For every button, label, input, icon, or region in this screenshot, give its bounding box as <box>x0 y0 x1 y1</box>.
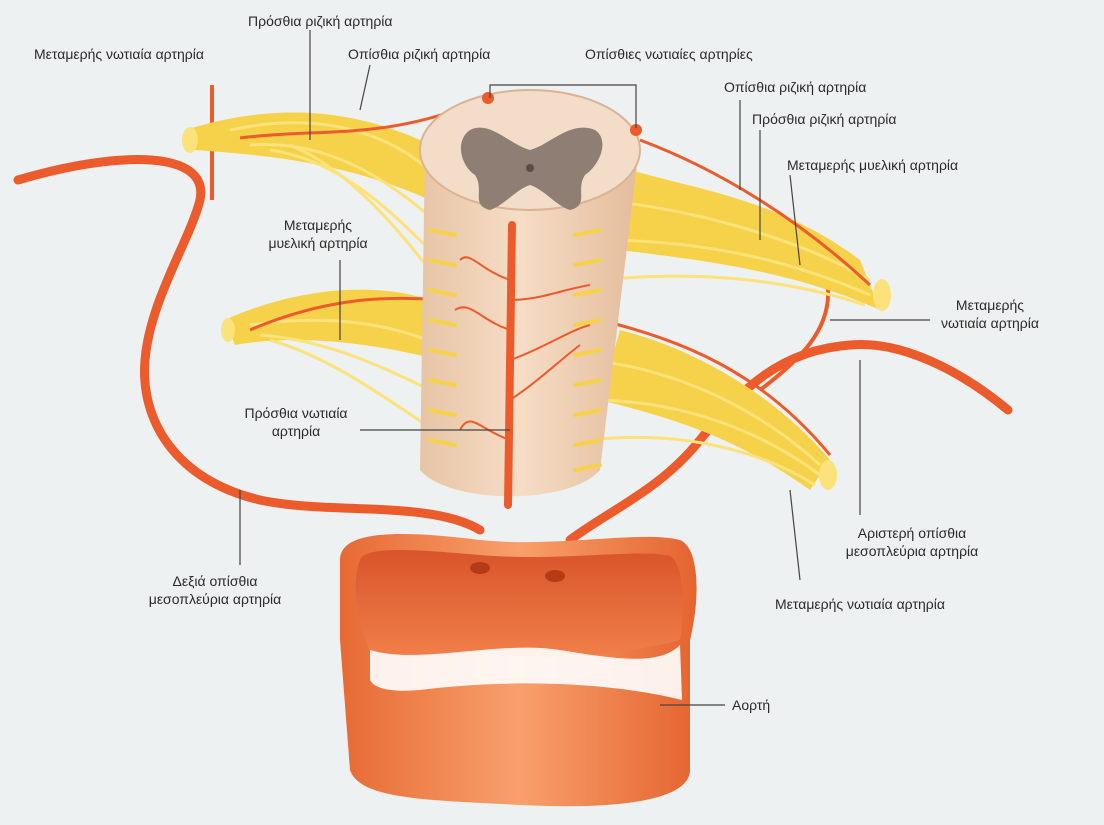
label-anterior-radicular-artery-right: Πρόσθια ριζική αρτηρία <box>752 110 897 128</box>
label-right-posterior-intercostal-line1: Δεξιά οπίσθια <box>140 572 290 590</box>
label-segmental-spinal-artery-left: Μεταμερής νωτιαία αρτηρία <box>34 45 204 63</box>
label-anterior-spinal-artery-line1: Πρόσθια νωτιαία <box>232 404 360 422</box>
label-posterior-radicular-artery-right: Οπίσθια ριζική αρτηρία <box>724 78 866 96</box>
label-segmental-medullary-artery-right: Μεταμερής μυελική αρτηρία <box>787 156 958 174</box>
label-segmental-spinal-artery-right-line2: νωτιαία αρτηρία <box>930 314 1050 332</box>
label-segmental-medullary-artery-left-line1: Μεταμερής <box>258 216 378 234</box>
label-right-posterior-intercostal-line2: μεσοπλεύρια αρτηρία <box>140 590 290 608</box>
label-left-posterior-intercostal-line1: Αριστερή οπίσθια <box>832 524 992 542</box>
label-anterior-spinal-artery-line2: αρτηρία <box>232 422 360 440</box>
label-posterior-radicular-artery-top: Οπίσθια ριζική αρτηρία <box>348 45 490 63</box>
label-left-posterior-intercostal-line2: μεσοπλεύρια αρτηρία <box>832 542 992 560</box>
label-anterior-radicular-artery-top: Πρόσθια ριζική αρτηρία <box>248 12 393 30</box>
label-posterior-spinal-arteries: Οπίσθιες νωτιαίες αρτηρίες <box>585 45 753 63</box>
aorta <box>340 534 697 806</box>
posterior-spinal-artery-left <box>482 92 494 104</box>
label-segmental-medullary-artery-left-line2: μυελική αρτηρία <box>258 234 378 252</box>
label-segmental-spinal-artery-bottom: Μεταμερής νωτιαία αρτηρία <box>775 595 945 613</box>
label-segmental-spinal-artery-right-line1: Μεταμερής <box>930 296 1050 314</box>
anterior-spinal-artery <box>508 225 512 505</box>
label-aorta: Αορτή <box>732 696 770 714</box>
